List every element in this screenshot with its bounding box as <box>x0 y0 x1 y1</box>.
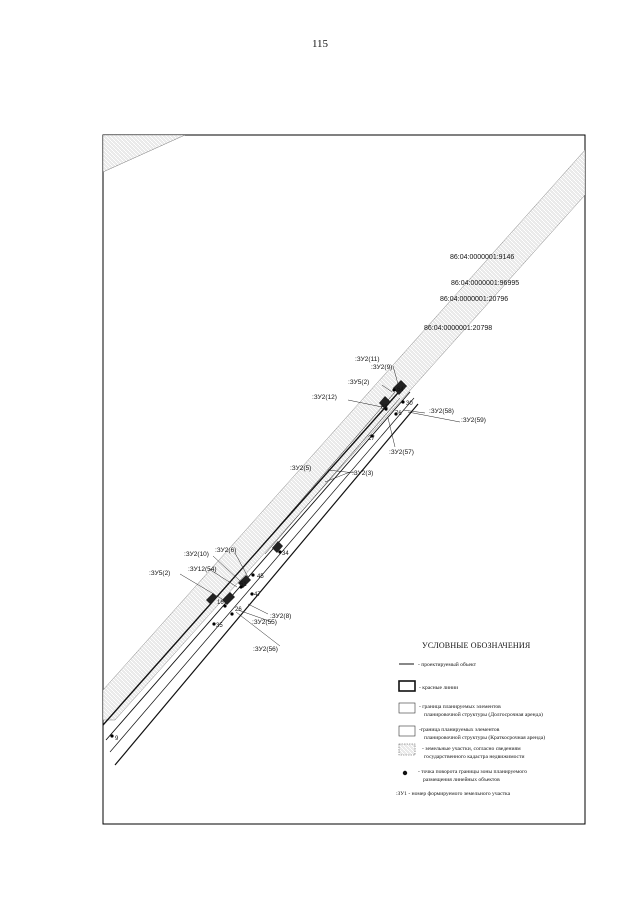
parcel-top-left <box>103 135 186 173</box>
plot-label: :ЗУ2(57) <box>389 449 414 456</box>
turning-points <box>110 388 405 738</box>
plot-label: :ЗУ2(6) <box>215 547 236 554</box>
plot-label: :ЗУ5(2) <box>149 570 170 577</box>
plot-label: :ЗУ2(12) <box>312 394 337 401</box>
plot-label: :ЗУ2(5) <box>290 465 311 472</box>
cadastral-label-3: 86:04:0000001:20796 <box>440 296 508 303</box>
legend-title: УСЛОВНЫЕ ОБОЗНАЧЕНИЯ <box>422 641 531 650</box>
point-number: 16 <box>217 600 224 606</box>
corridor-lines <box>103 384 419 766</box>
plot-label: :ЗУ2(3) <box>352 470 373 477</box>
point-number: 45 <box>257 574 264 580</box>
legend-item-text: государственного кадастра недвижимости <box>424 754 524 760</box>
boundary-box-icon <box>398 725 416 737</box>
plot-label: :ЗУ2(11) <box>355 356 379 363</box>
plot-label: :ЗУ2(10) <box>184 551 209 558</box>
leader-lines <box>179 365 461 647</box>
cadastral-label-2: 86:04:0000001:96995 <box>451 280 519 287</box>
plot-label: :ЗУ2(8) <box>270 613 291 620</box>
legend-item-text: - точка поворота границы зоны планируемо… <box>418 769 527 775</box>
legend-item-text: - красные линии <box>419 685 458 691</box>
legend-item-text: размещения линейных объектов <box>423 776 500 783</box>
cadastral-strip <box>103 149 585 721</box>
legend: УСЛОВНЫЕ ОБОЗНАЧЕНИЯ - проектируемый объ… <box>396 641 545 797</box>
point-number: 64 <box>397 387 404 393</box>
legend-item-text: - граница планируемых элементов <box>419 704 501 710</box>
cadastral-label-1: 86:04:0000001:9146 <box>450 254 514 261</box>
plot-label: :ЗУ5(2) <box>348 379 369 386</box>
point-number: 26 <box>235 607 242 613</box>
plot-label: :ЗУ2(9) <box>371 364 392 371</box>
point-number: 35 <box>216 623 223 629</box>
plot-label: :ЗУ2(55) <box>252 619 277 626</box>
plot-label: :ЗУ2(56) <box>253 646 278 653</box>
point-number: 34 <box>282 551 289 557</box>
plot-label: :ЗУ2(59) <box>461 417 486 424</box>
red-line-box-icon <box>398 680 416 692</box>
page-number: 115 <box>311 38 329 50</box>
legend-item-text: планировочной структуры (Долгосрочная ар… <box>424 711 543 718</box>
plot-label: :ЗУ2(58) <box>429 408 454 415</box>
legend-item-text: -граница планируемых элементов <box>419 727 500 733</box>
plot-label: :ЗУ12(54) <box>188 566 217 573</box>
point-number: 27 <box>368 436 375 442</box>
point-number: 76 <box>395 411 402 417</box>
legend-item-text: планировочной структуры (Краткосрочная а… <box>424 734 545 741</box>
point-number: 47 <box>254 592 261 598</box>
boundary-box-icon <box>398 702 416 714</box>
point-number: 63 <box>381 405 388 411</box>
formed-plots <box>206 380 407 605</box>
legend-item-text: - проектируемый объект <box>418 661 477 668</box>
cadastral-label-4: 86:04:0000001:20798 <box>424 325 492 332</box>
dot-icon <box>402 770 408 776</box>
hatched-box-icon <box>398 743 416 756</box>
point-number: 51 <box>240 582 247 588</box>
point-number: 30 <box>406 401 413 407</box>
point-number: 9 <box>115 736 119 742</box>
legend-item-text: :ЗУ1 - номер формируемого земельного уча… <box>396 790 511 797</box>
legend-item-text: - земельные участки, согласно сведениям <box>422 746 521 752</box>
